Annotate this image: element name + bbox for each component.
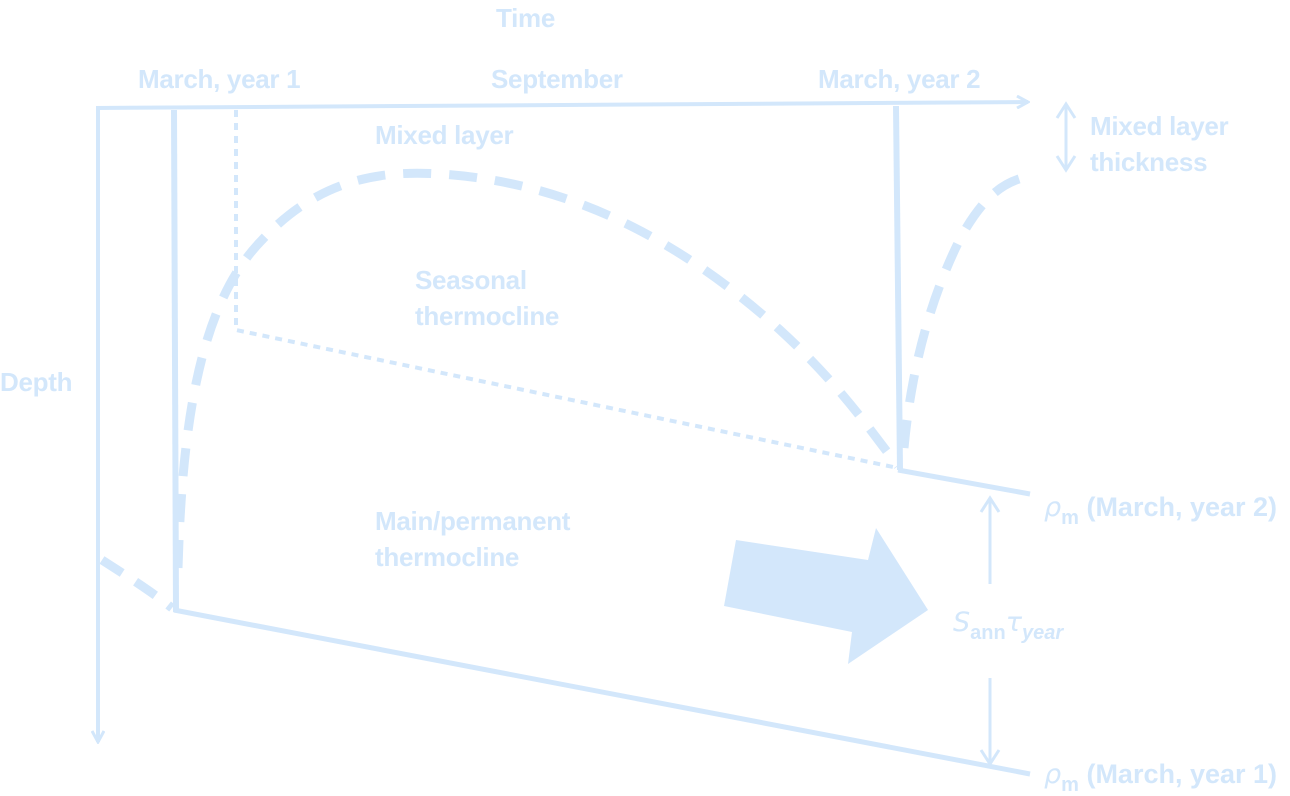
tau-symbol: τ <box>1005 607 1022 638</box>
subduction-arrow-head-up <box>979 495 1001 513</box>
main-thermocline-label-line1: Main/permanent <box>375 506 571 536</box>
march-year1-mixed-layer-line <box>171 109 179 613</box>
density-label-year2: ρm (March, year 2) <box>1044 489 1278 529</box>
s-symbol: S <box>953 607 971 638</box>
thickness-arrow-head-bottom <box>1055 155 1077 173</box>
mixed-layer-thickness-label-line2: thickness <box>1090 147 1208 177</box>
time-axis <box>95 102 1028 110</box>
rho-symbol: ρ <box>1044 492 1062 523</box>
seasonal-thermocline-label-line1: Seasonal <box>415 265 527 295</box>
rho-subscript: m <box>1061 507 1079 529</box>
rho-subscript: m <box>1061 774 1079 796</box>
march-year2-label: March, year 2 <box>818 64 981 94</box>
seasonal-thermocline-label-line2: thermocline <box>415 301 560 331</box>
mixed-layer-thickness-label-line1: Mixed layer <box>1090 111 1229 141</box>
thickness-arrow-head-top <box>1055 101 1077 119</box>
density-label-year1: ρm (March, year 1) <box>1044 756 1278 796</box>
main-thermocline-label-line2: thermocline <box>375 542 520 572</box>
subduction-arrow-head-down <box>979 749 1001 767</box>
density-year1-text: (March, year 1) <box>1086 759 1278 789</box>
mixed-layer-depth-curve-year1 <box>173 168 902 569</box>
mixed-layer-depth-curve-year2 <box>899 171 1033 449</box>
subduction-rate-label: Sannτyear <box>953 604 1064 644</box>
dotted-subduction-path <box>234 110 899 470</box>
time-axis-label: Time <box>496 3 556 33</box>
depth-axis-label: Depth <box>0 367 73 397</box>
isopycnal-march-year1 <box>173 607 1031 777</box>
rho-symbol: ρ <box>1044 759 1062 790</box>
tau-subscript: year <box>1021 622 1064 644</box>
march-year2-mixed-layer-line <box>893 105 903 471</box>
mixed-layer-label: Mixed layer <box>375 120 514 150</box>
isopycnal-march-year2 <box>897 467 1031 497</box>
mixed-layer-depth-curve-previous <box>99 556 175 612</box>
march-year1-label: March, year 1 <box>138 64 301 94</box>
flow-direction-arrow <box>724 528 928 664</box>
september-label: September <box>491 64 623 94</box>
density-year2-text: (March, year 2) <box>1086 492 1278 522</box>
s-subscript: ann <box>970 622 1006 644</box>
